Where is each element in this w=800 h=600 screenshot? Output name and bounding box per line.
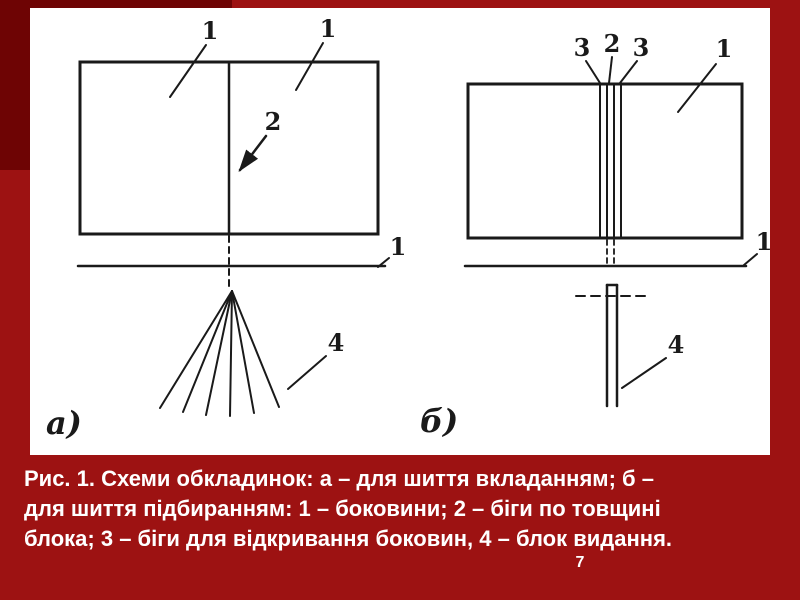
block-fan-a (159, 290, 280, 417)
label-1-edge-a: 1 (390, 232, 407, 261)
label-3-left-b: 3 (574, 33, 591, 62)
label-1-edge-b: 1 (756, 227, 770, 256)
diagram-a: 1 1 2 1 4 а) (46, 14, 406, 442)
leader-1-left-a (169, 44, 207, 98)
caption-line-3: блока; 3 – біги для відкривання боковин,… (24, 526, 673, 551)
spine-crease-lines-b (599, 83, 622, 265)
label-1-cover-b: 1 (716, 34, 733, 63)
label-4-b: 4 (668, 330, 685, 359)
caption-line-2: для шиття підбиранням: 1 – боковини; 2 –… (24, 496, 661, 521)
figure-drawing: 1 1 2 1 4 а) (46, 14, 770, 442)
figure-panel: 1 1 2 1 4 а) (30, 8, 770, 455)
arrow-2-a (238, 134, 268, 172)
leader-1-edge-b (743, 253, 758, 266)
leader-2-b (608, 56, 613, 84)
caption-line-1: Рис. 1. Схеми обкладинок: а – для шиття … (24, 466, 654, 491)
figure-caption: Рис. 1. Схеми обкладинок: а – для шиття … (24, 464, 784, 554)
leader-1-cover-b (677, 63, 717, 113)
label-1-right-a: 1 (320, 14, 337, 43)
label-2-b: 2 (604, 29, 621, 58)
label-1-left-a: 1 (202, 16, 219, 45)
page-number: 7 (575, 554, 585, 571)
leader-1-right-a (295, 42, 324, 91)
cover-spread-rect-b (466, 82, 744, 240)
leader-4-b (621, 357, 667, 389)
panel-label-a: а) (46, 404, 82, 442)
label-4-a: 4 (328, 328, 345, 357)
diagram-b: 3 2 3 1 1 4 б) (420, 29, 770, 440)
block-strip-b (575, 283, 651, 408)
leader-4-a (287, 355, 327, 390)
panel-label-b: б) (420, 402, 458, 440)
leader-1-edge-a (377, 257, 390, 268)
leader-3-left-b (585, 60, 601, 84)
label-3-right-b: 3 (633, 33, 650, 62)
label-2-a: 2 (265, 107, 282, 136)
leader-3-right-b (619, 60, 638, 84)
